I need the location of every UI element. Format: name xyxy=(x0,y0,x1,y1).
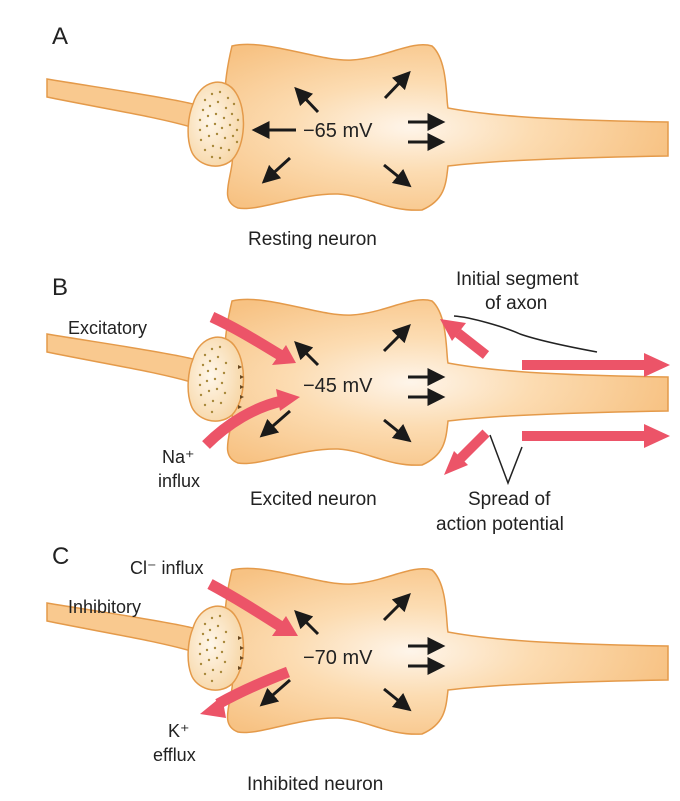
cl-influx-arrow xyxy=(207,579,298,636)
electric-field-arrows xyxy=(251,70,446,188)
k-efflux-label: efflux xyxy=(153,745,196,765)
resting-voltage: −65 mV xyxy=(303,120,373,142)
panel-c-letter: C xyxy=(52,543,69,570)
inhibited-caption: Inhibited neuron xyxy=(247,774,383,795)
panel-b-letter: B xyxy=(52,274,68,301)
excitatory-label: Excitatory xyxy=(68,318,147,338)
vesicle-dots xyxy=(198,345,228,414)
of-axon-label: of axon xyxy=(485,293,547,314)
k-efflux-arrow xyxy=(200,666,290,718)
receptor-sites xyxy=(238,636,244,670)
na-label: Na⁺ xyxy=(162,447,195,467)
panel-a-letter: A xyxy=(52,23,68,50)
resting-caption: Resting neuron xyxy=(248,229,377,250)
receptor-sites xyxy=(238,365,244,409)
initial-segment-bracket xyxy=(453,315,598,353)
na-influx-arrows xyxy=(202,312,300,449)
vesicle-dots xyxy=(198,614,228,683)
electric-field-arrows xyxy=(259,324,446,443)
excited-caption: Excited neuron xyxy=(250,489,377,510)
inhibited-voltage: −70 mV xyxy=(303,647,373,669)
action-potential-label: action potential xyxy=(436,514,564,535)
spread-pointer xyxy=(489,434,523,486)
panel-b: B xyxy=(46,269,670,535)
initial-segment-label: Initial segment xyxy=(456,269,579,290)
panel-c: C xyxy=(46,543,669,795)
excited-voltage: −45 mV xyxy=(303,375,373,397)
cl-influx-label: Cl⁻ influx xyxy=(130,558,204,578)
panel-a: A −65 mV Resting neuron xyxy=(46,23,669,250)
spread-label: Spread of xyxy=(468,489,551,510)
k-label: K⁺ xyxy=(168,721,190,741)
vesicle-dots xyxy=(198,90,240,160)
action-potential-arrows xyxy=(440,319,670,475)
inhibitory-label: Inhibitory xyxy=(68,597,141,617)
na-influx-label: influx xyxy=(158,471,200,491)
electric-field-arrows xyxy=(259,593,446,712)
